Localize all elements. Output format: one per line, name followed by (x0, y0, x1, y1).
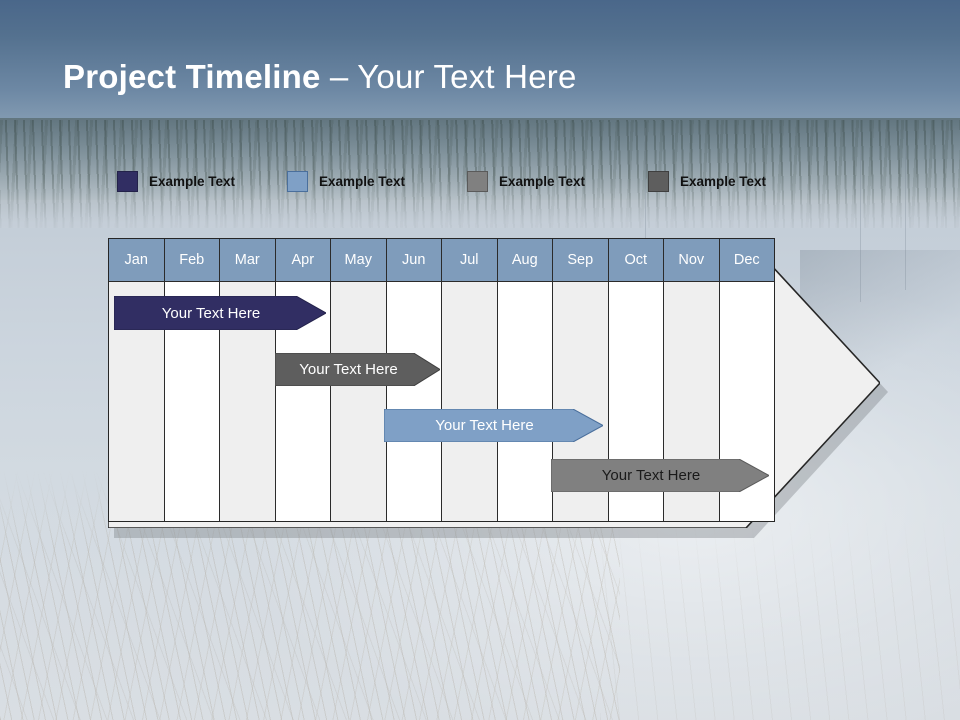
timeline-column-jun: Jun (386, 239, 442, 521)
legend-item-2: Example Text (287, 168, 405, 194)
task-bar-label: Your Text Here (299, 361, 398, 378)
background-mast-icon (905, 140, 906, 290)
legend-swatch-icon (648, 170, 669, 192)
month-header-apr[interactable]: Apr (275, 239, 330, 282)
legend-swatch-icon (117, 170, 138, 192)
legend-item-1: Example Text (117, 168, 235, 194)
task-bar-label: Your Text Here (435, 417, 534, 434)
month-header-oct[interactable]: Oct (608, 239, 663, 282)
legend-swatch-icon (467, 170, 488, 192)
timeline-task-bar-4[interactable]: Your Text Here (551, 459, 769, 492)
timeline-task-bar-2[interactable]: Your Text Here (275, 353, 440, 386)
timeline-column-jul: Jul (442, 239, 498, 521)
background-mast-icon (860, 132, 861, 302)
legend-item-label: Example Text (680, 173, 767, 189)
timeline-task-bar-1[interactable]: Your Text Here (114, 296, 326, 330)
legend-item-4: Example Text (648, 168, 766, 194)
page-title-light: Your Text Here (357, 58, 577, 95)
task-bar-label: Your Text Here (161, 304, 261, 322)
task-bar-label: Your Text Here (601, 467, 701, 484)
month-header-may[interactable]: May (331, 239, 386, 282)
month-column-body (497, 282, 552, 521)
legend: Example Text Example Text Example Text Exam… (0, 168, 960, 198)
legend-item-3: Example Text (467, 168, 585, 194)
background-sky (0, 0, 960, 200)
month-header-aug[interactable]: Aug (497, 239, 552, 282)
timeline-column-may: May (331, 239, 387, 521)
page-title-bold: Project Timeline (63, 58, 321, 95)
month-header-dec[interactable]: Dec (719, 239, 774, 282)
timeline-column-aug: Aug (497, 239, 553, 521)
legend-item-label: Example Text (149, 173, 236, 189)
timeline-task-bar-3[interactable]: Your Text Here (384, 409, 603, 442)
month-header-mar[interactable]: Mar (220, 239, 275, 282)
month-header-nov[interactable]: Nov (664, 239, 719, 282)
month-header-sep[interactable]: Sep (553, 239, 608, 282)
legend-item-label: Example Text (499, 173, 586, 189)
legend-swatch-icon (287, 170, 308, 192)
month-column-body (331, 282, 386, 521)
month-column-body (386, 282, 441, 521)
page-title: Project Timeline – Your Text Here (63, 58, 577, 96)
timeline-column-feb: Feb (164, 239, 220, 521)
page-title-separator: – (320, 58, 358, 95)
month-column-body (442, 282, 497, 521)
timeline-column-mar: Mar (220, 239, 276, 521)
background-reeds-right (600, 520, 960, 720)
timeline-column-jan: Jan (109, 239, 165, 521)
month-header-jun[interactable]: Jun (386, 239, 441, 282)
month-header-jul[interactable]: Jul (442, 239, 497, 282)
month-header-jan[interactable]: Jan (109, 239, 164, 282)
month-header-feb[interactable]: Feb (164, 239, 219, 282)
background-mast-icon (645, 128, 646, 238)
legend-item-label: Example Text (319, 173, 406, 189)
